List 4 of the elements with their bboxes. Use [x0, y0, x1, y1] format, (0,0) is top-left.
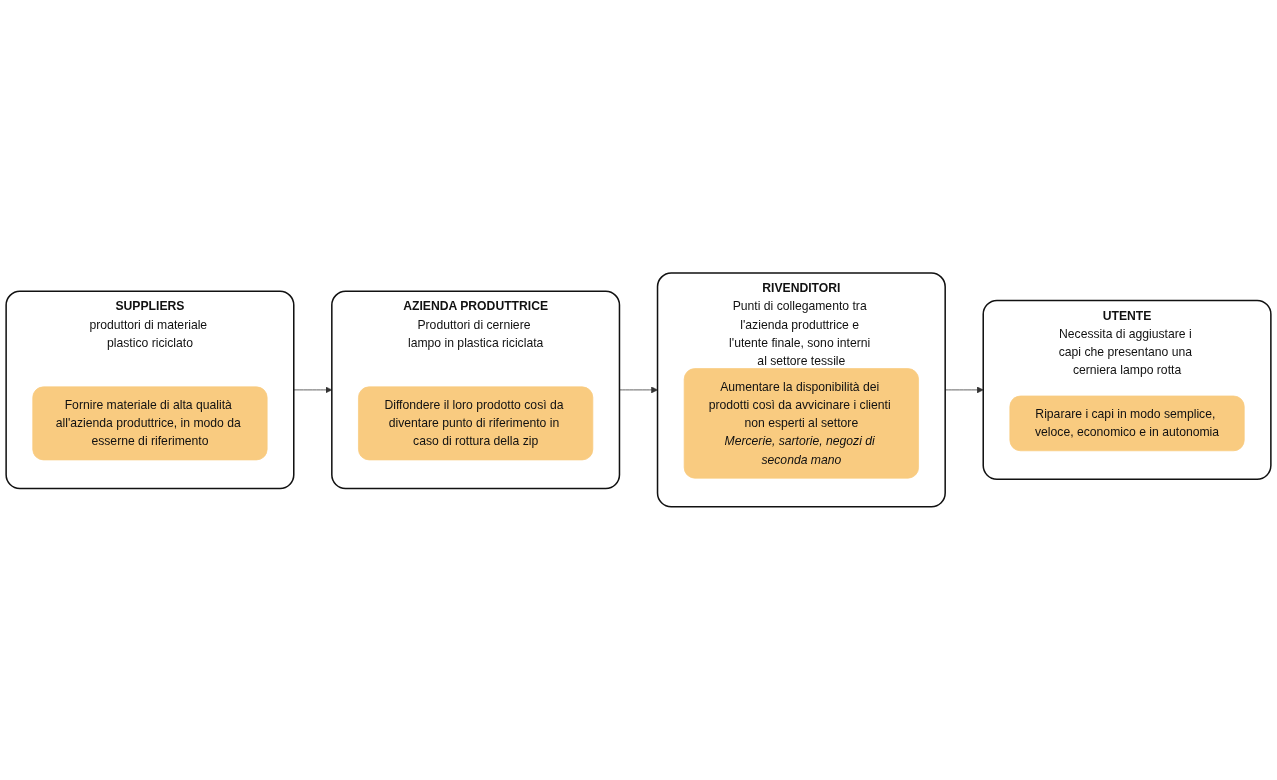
- node-box: Diffondere il loro prodotto così da diventare punto di riferimento in caso di rottura della zip: [358, 386, 594, 461]
- node-box: Fornire materiale di alta qualità all'azienda produttrice, in modo da esserne di riferimento: [32, 386, 268, 461]
- node-box: Riparare i capi in modo semplice, veloce, economico e in autonomia: [1009, 395, 1245, 452]
- node-box: Aumentare la disponibilità dei prodotti così da avvicinare i clienti non esperti al settore Mercerie, sartorie, negozi di seconda mano: [683, 368, 919, 479]
